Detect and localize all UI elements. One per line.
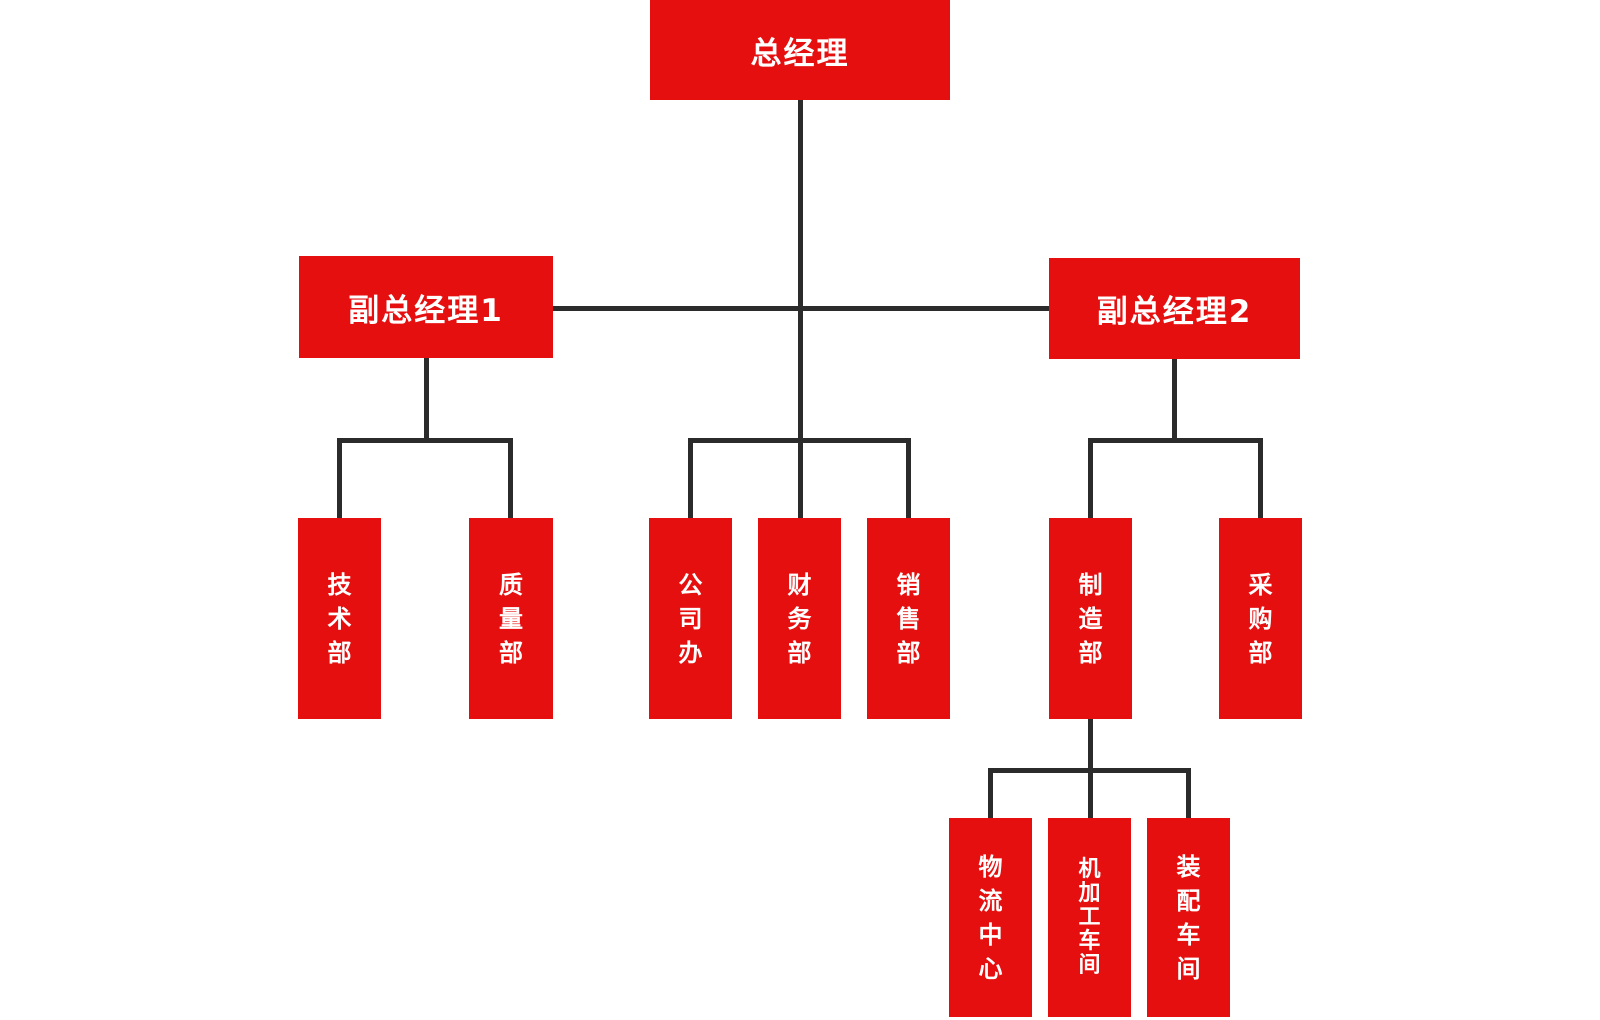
connector-deputy1-drop <box>424 357 429 443</box>
connector-quality-drop <box>508 438 513 518</box>
connector-right-group-bar <box>1088 438 1263 443</box>
node-company-office-label: 公司办 <box>678 570 703 667</box>
node-logistics-center: 物流中心 <box>949 818 1032 1017</box>
connector-center-group-bar <box>688 438 911 443</box>
connector-workshop-bar <box>988 768 1191 773</box>
node-sales-dept-label: 销售部 <box>896 570 921 667</box>
connector-manufacturing-drop <box>1088 438 1093 518</box>
node-deputy-gm-1: 副总经理1 <box>299 256 553 358</box>
node-finance-dept-label: 财务部 <box>787 570 812 667</box>
connector-tech-drop <box>337 438 342 518</box>
connector-office-drop <box>688 438 693 518</box>
node-logistics-center-label: 物流中心 <box>978 852 1003 983</box>
connector-purchasing-drop <box>1258 438 1263 518</box>
node-sales-dept: 销售部 <box>867 518 950 719</box>
node-purchasing-dept-label: 采购部 <box>1248 570 1273 667</box>
node-assembly-workshop-label: 装配车间 <box>1176 852 1201 983</box>
node-machining-workshop-label: 机加工车间 <box>1078 856 1101 978</box>
connector-deputy2-drop <box>1172 359 1177 443</box>
connector-left-group-bar <box>337 438 513 443</box>
node-assembly-workshop: 装配车间 <box>1147 818 1230 1017</box>
node-machining-workshop: 机加工车间 <box>1048 818 1131 1017</box>
node-general-manager-label: 总经理 <box>750 35 850 72</box>
node-general-manager: 总经理 <box>650 0 950 100</box>
node-manufacturing-dept-label: 制造部 <box>1078 570 1103 667</box>
connector-sales-drop <box>906 438 911 518</box>
connector-assembly-drop <box>1186 768 1191 818</box>
node-quality-dept-label: 质量部 <box>499 570 523 667</box>
node-purchasing-dept: 采购部 <box>1219 518 1302 719</box>
connector-logistics-drop <box>988 768 993 818</box>
node-deputy-gm-2: 副总经理2 <box>1049 258 1300 359</box>
node-company-office: 公司办 <box>649 518 732 719</box>
node-tech-dept: 技术部 <box>298 518 381 719</box>
node-quality-dept: 质量部 <box>469 518 553 719</box>
node-deputy-gm-2-label: 副总经理2 <box>1096 294 1253 330</box>
connector-deputies-horizontal <box>553 306 1049 311</box>
node-finance-dept: 财务部 <box>758 518 841 719</box>
node-tech-dept-label: 技术部 <box>327 570 352 667</box>
node-deputy-gm-1-label: 副总经理1 <box>348 292 504 329</box>
node-manufacturing-dept: 制造部 <box>1049 518 1132 719</box>
